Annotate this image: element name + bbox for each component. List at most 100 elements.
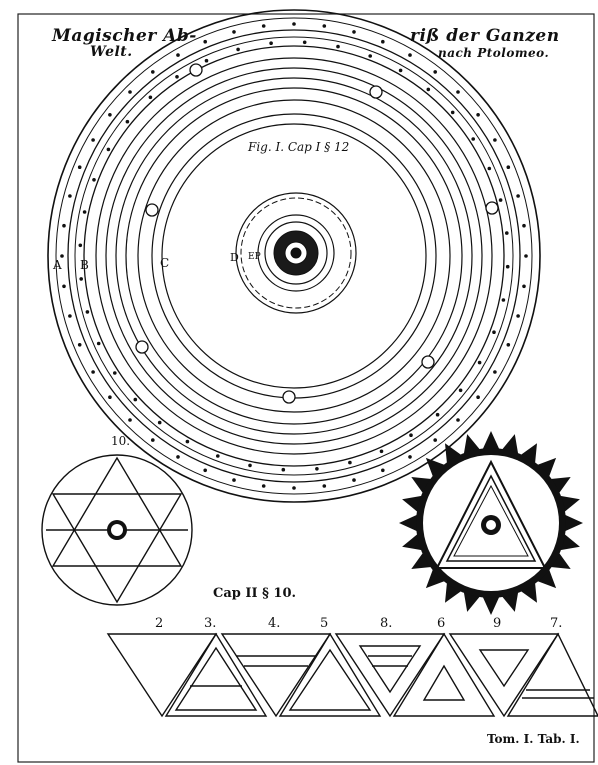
- star-dot: [68, 314, 72, 318]
- star-dot: [151, 438, 155, 442]
- star-dot: [381, 40, 385, 44]
- star-dot: [128, 418, 132, 422]
- star-dot: [113, 371, 117, 375]
- star-dot: [149, 96, 153, 100]
- star-dot: [83, 210, 87, 214]
- star-dot: [158, 421, 162, 425]
- star-dot: [62, 224, 66, 228]
- star-dot: [476, 395, 480, 399]
- star-dot: [436, 413, 440, 417]
- star-dot: [128, 90, 132, 94]
- star-dot: [506, 265, 510, 269]
- star-dot: [262, 24, 266, 28]
- star-dot: [126, 120, 130, 124]
- star-dot: [186, 440, 190, 444]
- star-dot: [236, 48, 240, 52]
- star-dot: [315, 467, 319, 471]
- triangle-number: 7.: [550, 616, 562, 631]
- orbit-label-c: C: [160, 256, 169, 270]
- elemental-triangles: [108, 634, 598, 716]
- star-dot: [381, 469, 385, 473]
- star-dot: [269, 41, 273, 45]
- star-dot: [352, 30, 356, 34]
- title-right-line2: nach Ptolomeo.: [438, 46, 549, 60]
- star-dot: [323, 484, 327, 488]
- star-dot: [176, 53, 180, 57]
- star-dot: [409, 433, 413, 437]
- star-dot: [78, 343, 82, 347]
- star-dot: [408, 53, 412, 57]
- hexagram-number: 10.: [111, 434, 130, 448]
- star-dot: [86, 310, 90, 314]
- title-right: riß der Ganzen: [410, 26, 560, 46]
- orbit-label-a: A: [53, 258, 62, 272]
- star-dot: [348, 461, 352, 465]
- star-dot: [522, 285, 526, 289]
- star-dot: [205, 59, 209, 63]
- star-dot: [433, 70, 437, 74]
- star-dot: [336, 45, 340, 49]
- orbit-label-d: D: [230, 251, 239, 264]
- lower-caption: Cap II § 10.: [213, 586, 296, 601]
- star-dot: [62, 285, 66, 289]
- star-dot: [68, 194, 72, 198]
- triangle-number: 8.: [380, 616, 392, 631]
- star-dot: [203, 469, 207, 473]
- star-dot: [476, 113, 480, 117]
- star-dot: [459, 389, 463, 393]
- star-dot: [507, 165, 511, 169]
- star-dot: [92, 178, 96, 182]
- star-dot: [516, 314, 520, 318]
- star-dot: [380, 450, 384, 454]
- title-left-line2: Welt.: [90, 44, 133, 60]
- star-dot: [471, 137, 475, 141]
- star-dot: [492, 330, 496, 334]
- star-dot: [478, 361, 482, 365]
- triangle-number: 3.: [204, 616, 216, 631]
- star-dot: [262, 484, 266, 488]
- plate-mark: Tom. I. Tab. I.: [487, 732, 580, 746]
- star-dot: [323, 24, 327, 28]
- star-dot: [108, 395, 112, 399]
- star-dot: [507, 343, 511, 347]
- star-dot: [502, 298, 506, 302]
- star-dot: [516, 194, 520, 198]
- star-dot: [451, 111, 455, 115]
- star-dot: [433, 438, 437, 442]
- star-dot: [427, 88, 431, 92]
- star-dot: [232, 30, 236, 34]
- star-dot: [522, 224, 526, 228]
- star-dot: [232, 478, 236, 482]
- star-dot: [493, 138, 497, 142]
- star-dot: [79, 277, 83, 281]
- star-dot: [151, 70, 155, 74]
- star-dot: [91, 138, 95, 142]
- star-dot: [108, 113, 112, 117]
- star-dot: [91, 370, 95, 374]
- star-dot: [408, 455, 412, 459]
- orbit-label-ep: EP: [248, 252, 261, 262]
- star-dot: [499, 198, 503, 202]
- star-dot: [176, 455, 180, 459]
- star-dot: [282, 468, 286, 472]
- triangle-number: 2: [155, 616, 163, 631]
- title-left: Magischer Ab-: [52, 26, 197, 46]
- triangle-number: 5: [320, 616, 328, 631]
- star-dot: [248, 464, 252, 468]
- small-sun: [107, 520, 127, 540]
- star-dot: [524, 254, 528, 258]
- star-dot: [456, 418, 460, 422]
- radiant-sun-figure: [399, 431, 583, 615]
- triangle-number: 6: [437, 616, 445, 631]
- star-dot: [134, 398, 138, 402]
- star-dot: [107, 148, 111, 152]
- triangle-number: 9: [493, 616, 501, 631]
- star-dot: [79, 244, 83, 248]
- star-dot: [203, 40, 207, 44]
- star-dot: [292, 22, 296, 26]
- triangle-number: 4.: [268, 616, 280, 631]
- star-dot: [352, 478, 356, 482]
- orbit-label-b: B: [80, 258, 89, 272]
- star-dot: [97, 342, 101, 346]
